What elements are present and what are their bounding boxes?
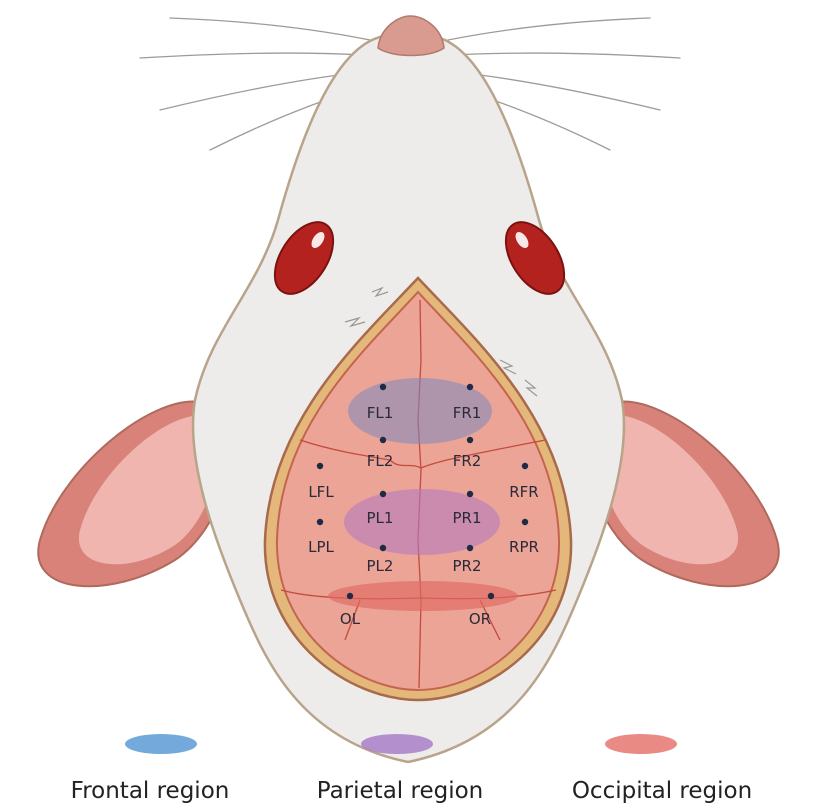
electrode-dot-ol (347, 593, 353, 599)
electrode-label-or: OR (469, 610, 491, 628)
electrode-label-pl2: PL2 (367, 557, 394, 575)
electrode-label-ol: OL (340, 610, 361, 628)
legend: Frontal region Parietal region Occipital… (71, 734, 753, 804)
electrode-dot-fl2 (380, 437, 386, 443)
electrode-label-fr1: FR1 (453, 404, 482, 422)
electrode-dot-lfl (317, 463, 323, 469)
electrode-label-pr1: PR1 (452, 509, 481, 527)
electrode-label-pl1: PL1 (367, 509, 394, 527)
electrode-dot-rpr (522, 519, 528, 525)
electrode-dot-fr1 (467, 384, 473, 390)
legend-label-frontal: Frontal region (71, 778, 230, 804)
legend-swatch-frontal (125, 734, 197, 754)
nose (378, 16, 444, 56)
electrode-label-rfr: RFR (509, 483, 538, 501)
electrode-label-fr2: FR2 (453, 452, 482, 470)
legend-item-frontal: Frontal region (71, 734, 230, 804)
legend-swatch-parietal (361, 734, 433, 754)
electrode-dot-pl1 (380, 491, 386, 497)
electrode-dot-pr1 (467, 491, 473, 497)
legend-swatch-occipital (605, 734, 677, 754)
legend-item-occipital: Occipital region (572, 734, 752, 804)
legend-label-occipital: Occipital region (572, 778, 752, 804)
electrode-dot-rfr (522, 463, 528, 469)
electrode-label-lfl: LFL (308, 483, 334, 501)
electrode-label-pr2: PR2 (452, 557, 481, 575)
electrode-label-rpr: RPR (509, 538, 539, 556)
electrode-dot-fr2 (467, 437, 473, 443)
electrode-dot-or (488, 593, 494, 599)
electrode-dot-lpl (317, 519, 323, 525)
electrode-label-fl2: FL2 (367, 452, 394, 470)
electrode-label-lpl: LPL (308, 538, 334, 556)
legend-label-parietal: Parietal region (317, 778, 483, 804)
electrode-dot-fl1 (380, 384, 386, 390)
electrode-dot-pl2 (380, 545, 386, 551)
electrode-label-fl1: FL1 (367, 404, 394, 422)
electrode-dot-pr2 (467, 545, 473, 551)
